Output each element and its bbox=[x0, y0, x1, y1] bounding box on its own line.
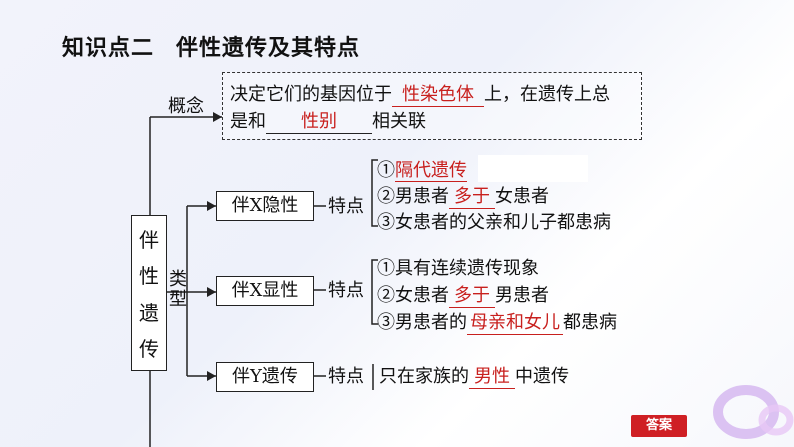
point-text: 女患者的父亲和儿子都患病 bbox=[395, 212, 611, 233]
concept-text-4: 相关联 bbox=[372, 111, 426, 132]
point-number: ① bbox=[377, 258, 395, 279]
point-x-recessive-2: ②男患者多于女患者 bbox=[377, 186, 549, 209]
point-text: 只在家族的 bbox=[379, 366, 469, 387]
root-char: 伴 bbox=[139, 227, 159, 252]
answer-more-than-1[interactable]: 多于 bbox=[449, 186, 495, 209]
concept-label: 概念 bbox=[168, 96, 204, 117]
answer-sex[interactable]: 性别 bbox=[266, 111, 372, 134]
concept-line-2: 是和性别相关联 bbox=[230, 111, 426, 134]
point-text: 都患病 bbox=[563, 312, 617, 333]
point-x-dominant-3: ③男患者的母亲和女儿都患病 bbox=[377, 312, 617, 335]
point-text: 女患者 bbox=[395, 285, 449, 306]
point-text: 中遗传 bbox=[515, 366, 569, 387]
point-number: ② bbox=[377, 186, 395, 207]
concept-text-3: 是和 bbox=[230, 111, 266, 132]
root-char: 遗 bbox=[139, 300, 159, 325]
concept-text-1: 决定它们的基因位于 bbox=[230, 84, 392, 105]
point-text: 女患者 bbox=[495, 186, 549, 207]
root-char: 传 bbox=[139, 337, 159, 362]
point-text: 男患者 bbox=[395, 186, 449, 207]
point-x-dominant-1: ①具有连续遗传现象 bbox=[377, 258, 539, 280]
point-y-linked-1: 只在家族的男性中遗传 bbox=[379, 366, 569, 389]
point-text: 男患者 bbox=[495, 285, 549, 306]
branch-box-x-recessive: 伴X隐性 bbox=[216, 191, 314, 221]
point-text: 具有连续遗传现象 bbox=[395, 258, 539, 279]
page-title: 知识点二伴性遗传及其特点 bbox=[62, 30, 360, 62]
branch-box-x-dominant: 伴X显性 bbox=[216, 276, 314, 306]
root-box-sex-linked-inheritance: 伴 性 遗 传 bbox=[131, 215, 167, 371]
blank-patch bbox=[478, 155, 588, 182]
point-number: ③ bbox=[377, 212, 395, 233]
point-x-dominant-2: ②女患者多于男患者 bbox=[377, 285, 549, 308]
answer-button[interactable]: 答案 bbox=[631, 415, 687, 437]
type-label: 类 型 bbox=[169, 270, 187, 310]
decorative-rings bbox=[713, 385, 794, 439]
title-section-number: 知识点二 bbox=[62, 36, 155, 61]
point-number: ② bbox=[377, 285, 395, 306]
feature-label-y-linked: 特点 bbox=[328, 366, 364, 387]
answer-skip-generation[interactable]: 隔代遗传 bbox=[395, 160, 467, 182]
point-text: 男患者的 bbox=[395, 312, 467, 333]
answer-sex-chromosome[interactable]: 性染色体 bbox=[392, 84, 484, 107]
type-char: 型 bbox=[169, 289, 187, 310]
concept-text-2: 上，在遗传上总 bbox=[484, 84, 610, 105]
feature-label-x-dominant: 特点 bbox=[328, 280, 364, 301]
answer-male[interactable]: 男性 bbox=[469, 366, 515, 389]
concept-line-1: 决定它们的基因位于性染色体上，在遗传上总 bbox=[230, 84, 610, 107]
point-x-recessive-3: ③女患者的父亲和儿子都患病 bbox=[377, 212, 611, 234]
branch-box-y-linked: 伴Y遗传 bbox=[216, 362, 314, 392]
point-number: ① bbox=[377, 160, 395, 181]
point-number: ③ bbox=[377, 312, 395, 333]
answer-more-than-2[interactable]: 多于 bbox=[449, 285, 495, 308]
answer-mother-and-daughter[interactable]: 母亲和女儿 bbox=[467, 312, 563, 335]
root-char: 性 bbox=[139, 264, 159, 289]
point-x-recessive-1: ①隔代遗传 bbox=[377, 160, 467, 182]
title-topic: 伴性遗传及其特点 bbox=[176, 36, 361, 61]
feature-label-x-recessive: 特点 bbox=[328, 196, 364, 217]
type-char: 类 bbox=[169, 269, 187, 290]
